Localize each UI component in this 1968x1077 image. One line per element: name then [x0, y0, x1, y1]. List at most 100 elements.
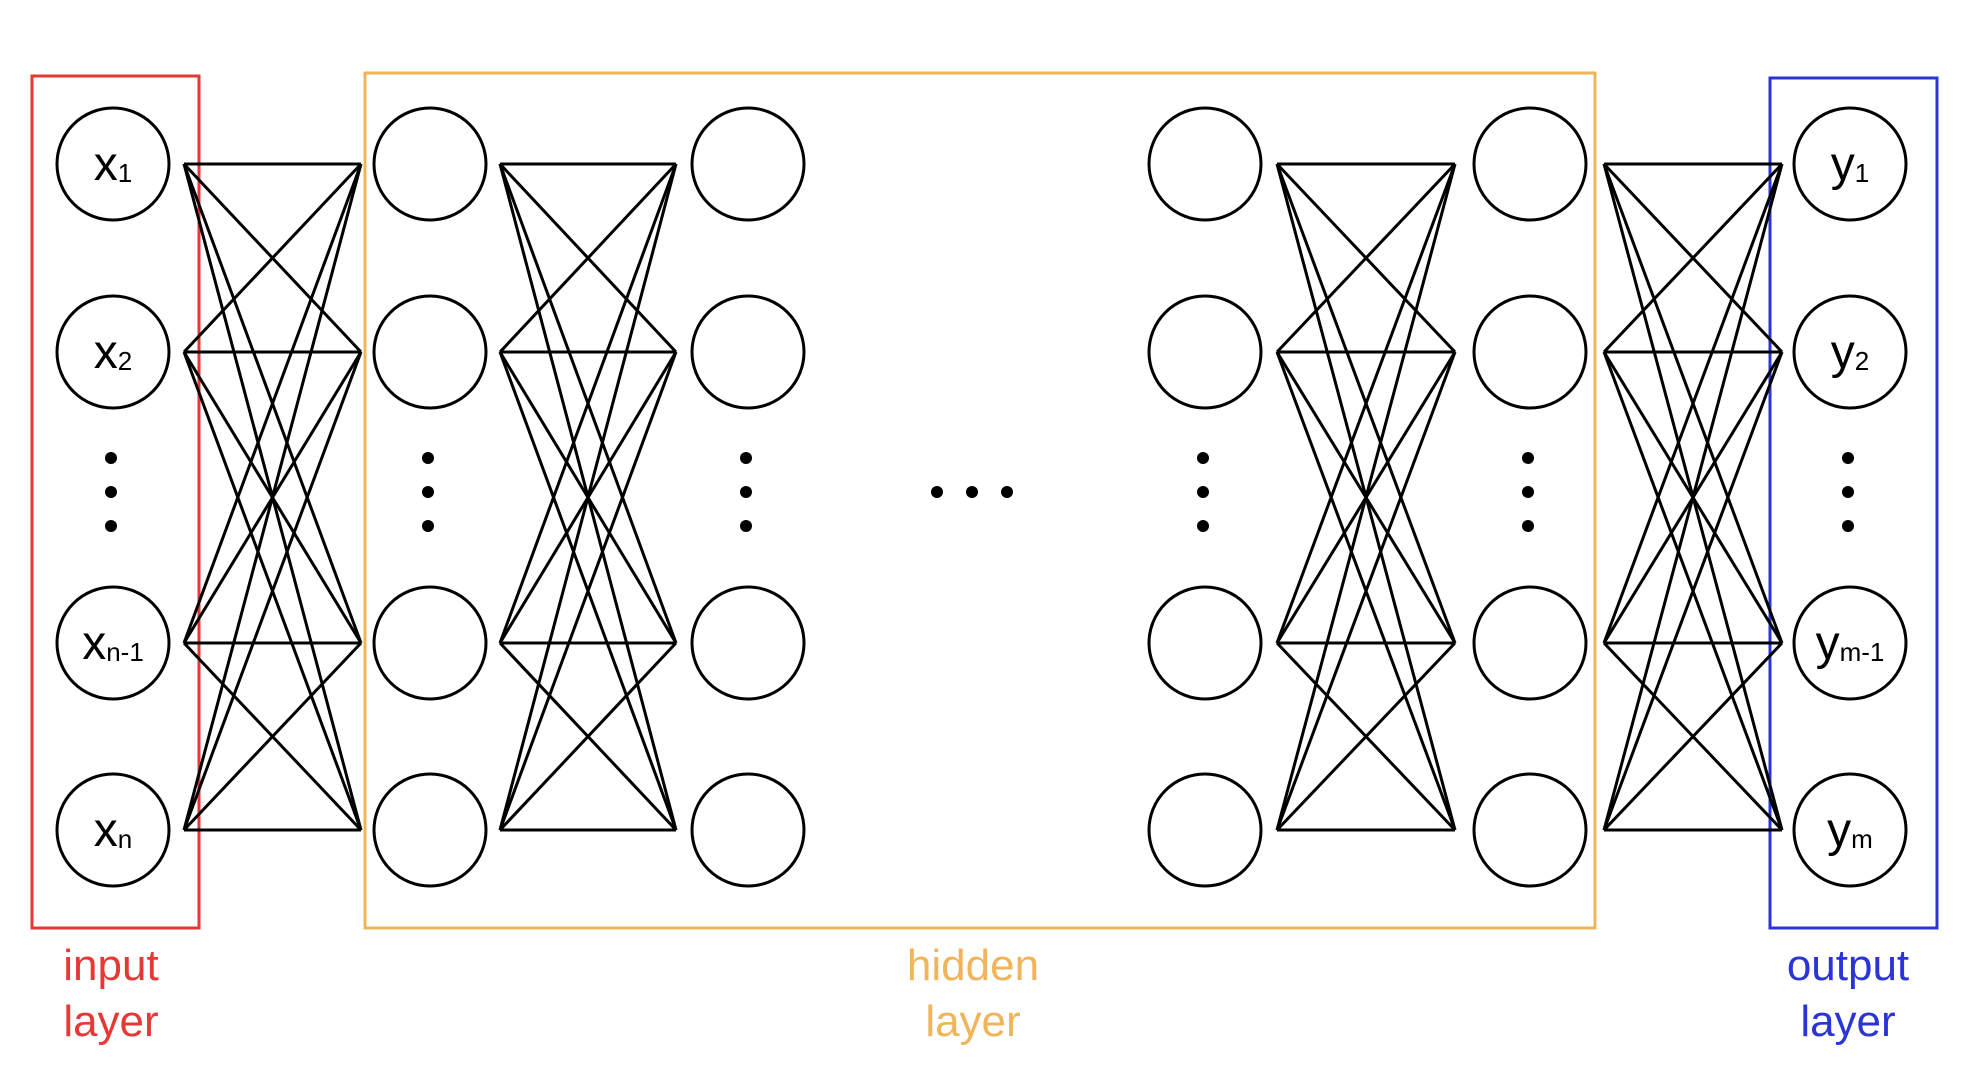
- vertical-ellipsis-dot: [105, 452, 117, 464]
- connection-line: [498, 163, 678, 831]
- input-layer-box: [30, 74, 201, 930]
- connection-lines: [182, 162, 1784, 832]
- hidden-node-circle: [1147, 294, 1263, 410]
- input-node-circle: [55, 294, 171, 410]
- hidden-node: [1147, 106, 1263, 222]
- hidden-node-circle: [690, 772, 806, 888]
- input-node-label: x1: [94, 138, 132, 191]
- hidden-node: [690, 772, 806, 888]
- connection-line: [1602, 351, 1784, 831]
- vertical-ellipsis-dot: [1842, 452, 1854, 464]
- hidden-node-circle: [1147, 772, 1263, 888]
- output-node-circle: [1792, 772, 1908, 888]
- vertical-ellipsis-dot: [740, 520, 752, 532]
- output-layer-caption-line1: output: [1787, 941, 1909, 990]
- connection-line: [1602, 641, 1784, 832]
- hidden-node-circle: [1147, 585, 1263, 701]
- output-node-circle: [1792, 294, 1908, 410]
- input-node: x2: [55, 294, 171, 410]
- connection-line: [1275, 641, 1457, 832]
- hidden-node-circle: [1472, 294, 1588, 410]
- vertical-ellipsis-dot: [1842, 486, 1854, 498]
- horizontal-ellipsis-dot: [966, 486, 978, 498]
- connection-line: [498, 163, 678, 644]
- vertical-ellipsis-dot: [105, 486, 117, 498]
- output-node-label: y1: [1831, 138, 1869, 191]
- output-node-label: ym-1: [1816, 617, 1885, 670]
- connection-line: [1275, 163, 1457, 644]
- input-node-circle: [55, 772, 171, 888]
- hidden-node-circle: [372, 106, 488, 222]
- output-node-subscript: 1: [1855, 158, 1869, 188]
- output-layer-box: [1768, 76, 1939, 930]
- output-layer-caption-line2: layer: [1800, 997, 1895, 1046]
- connection-line: [182, 163, 363, 644]
- vertical-ellipsis-dot: [740, 452, 752, 464]
- input-node-subscript: n-1: [106, 637, 144, 667]
- hidden-node-circle: [690, 585, 806, 701]
- output-node-label: y2: [1831, 326, 1869, 379]
- output-node-circle: [1792, 585, 1908, 701]
- vertical-ellipsis-dot: [1522, 520, 1534, 532]
- output-node-variable: y: [1831, 138, 1855, 191]
- connection-line: [498, 351, 678, 831]
- vertical-ellipsis-dot: [1197, 452, 1209, 464]
- input-node-circle: [55, 585, 171, 701]
- input-node-variable: x: [94, 804, 118, 857]
- input-node-circle: [55, 106, 171, 222]
- horizontal-ellipsis-dot: [1001, 486, 1013, 498]
- output-node: ym: [1792, 772, 1908, 888]
- hidden-node-circle: [1472, 772, 1588, 888]
- hidden-node-circle: [1472, 106, 1588, 222]
- connection-line: [182, 162, 363, 354]
- hidden-node: [1147, 294, 1263, 410]
- ellipsis-dots: [105, 452, 1854, 532]
- hidden-node: [1472, 106, 1588, 222]
- hidden-node: [372, 106, 488, 222]
- hidden-node: [1472, 585, 1588, 701]
- input-node-subscript: n: [118, 824, 132, 854]
- connection-line: [1275, 162, 1457, 354]
- output-node: ym-1: [1792, 585, 1908, 701]
- input-layer-caption-line1: input: [63, 941, 158, 990]
- vertical-ellipsis-dot: [422, 452, 434, 464]
- vertical-ellipsis-dot: [1197, 486, 1209, 498]
- hidden-layer-caption-line2: layer: [925, 997, 1020, 1046]
- input-node: x1: [55, 106, 171, 222]
- hidden-node: [372, 772, 488, 888]
- hidden-node: [690, 106, 806, 222]
- hidden-node-circle: [690, 106, 806, 222]
- vertical-ellipsis-dot: [1842, 520, 1854, 532]
- vertical-ellipsis-dot: [1522, 452, 1534, 464]
- output-node-circle: [1792, 106, 1908, 222]
- output-node-subscript: 2: [1855, 346, 1869, 376]
- input-node-label: xn: [94, 804, 132, 857]
- connection-line: [182, 163, 363, 831]
- vertical-ellipsis-dot: [1522, 486, 1534, 498]
- hidden-node-circle: [1472, 585, 1588, 701]
- input-node-label: xn-1: [82, 617, 144, 670]
- output-node-variable: y: [1816, 617, 1840, 670]
- hidden-node: [1147, 585, 1263, 701]
- hidden-node: [1472, 294, 1588, 410]
- hidden-node-circle: [372, 585, 488, 701]
- vertical-ellipsis-dot: [105, 520, 117, 532]
- output-node-variable: y: [1831, 326, 1855, 379]
- hidden-node: [372, 585, 488, 701]
- input-node-label: x2: [94, 326, 132, 379]
- connection-line: [498, 641, 678, 832]
- input-node-subscript: 2: [118, 346, 132, 376]
- input-node-variable: x: [82, 617, 106, 670]
- hidden-node: [690, 294, 806, 410]
- hidden-node: [690, 585, 806, 701]
- input-node-variable: x: [94, 326, 118, 379]
- hidden-node: [372, 294, 488, 410]
- vertical-ellipsis-dot: [422, 486, 434, 498]
- hidden-node-circle: [372, 772, 488, 888]
- vertical-ellipsis-dot: [1197, 520, 1209, 532]
- horizontal-ellipsis-dot: [931, 486, 943, 498]
- vertical-ellipsis-dot: [740, 486, 752, 498]
